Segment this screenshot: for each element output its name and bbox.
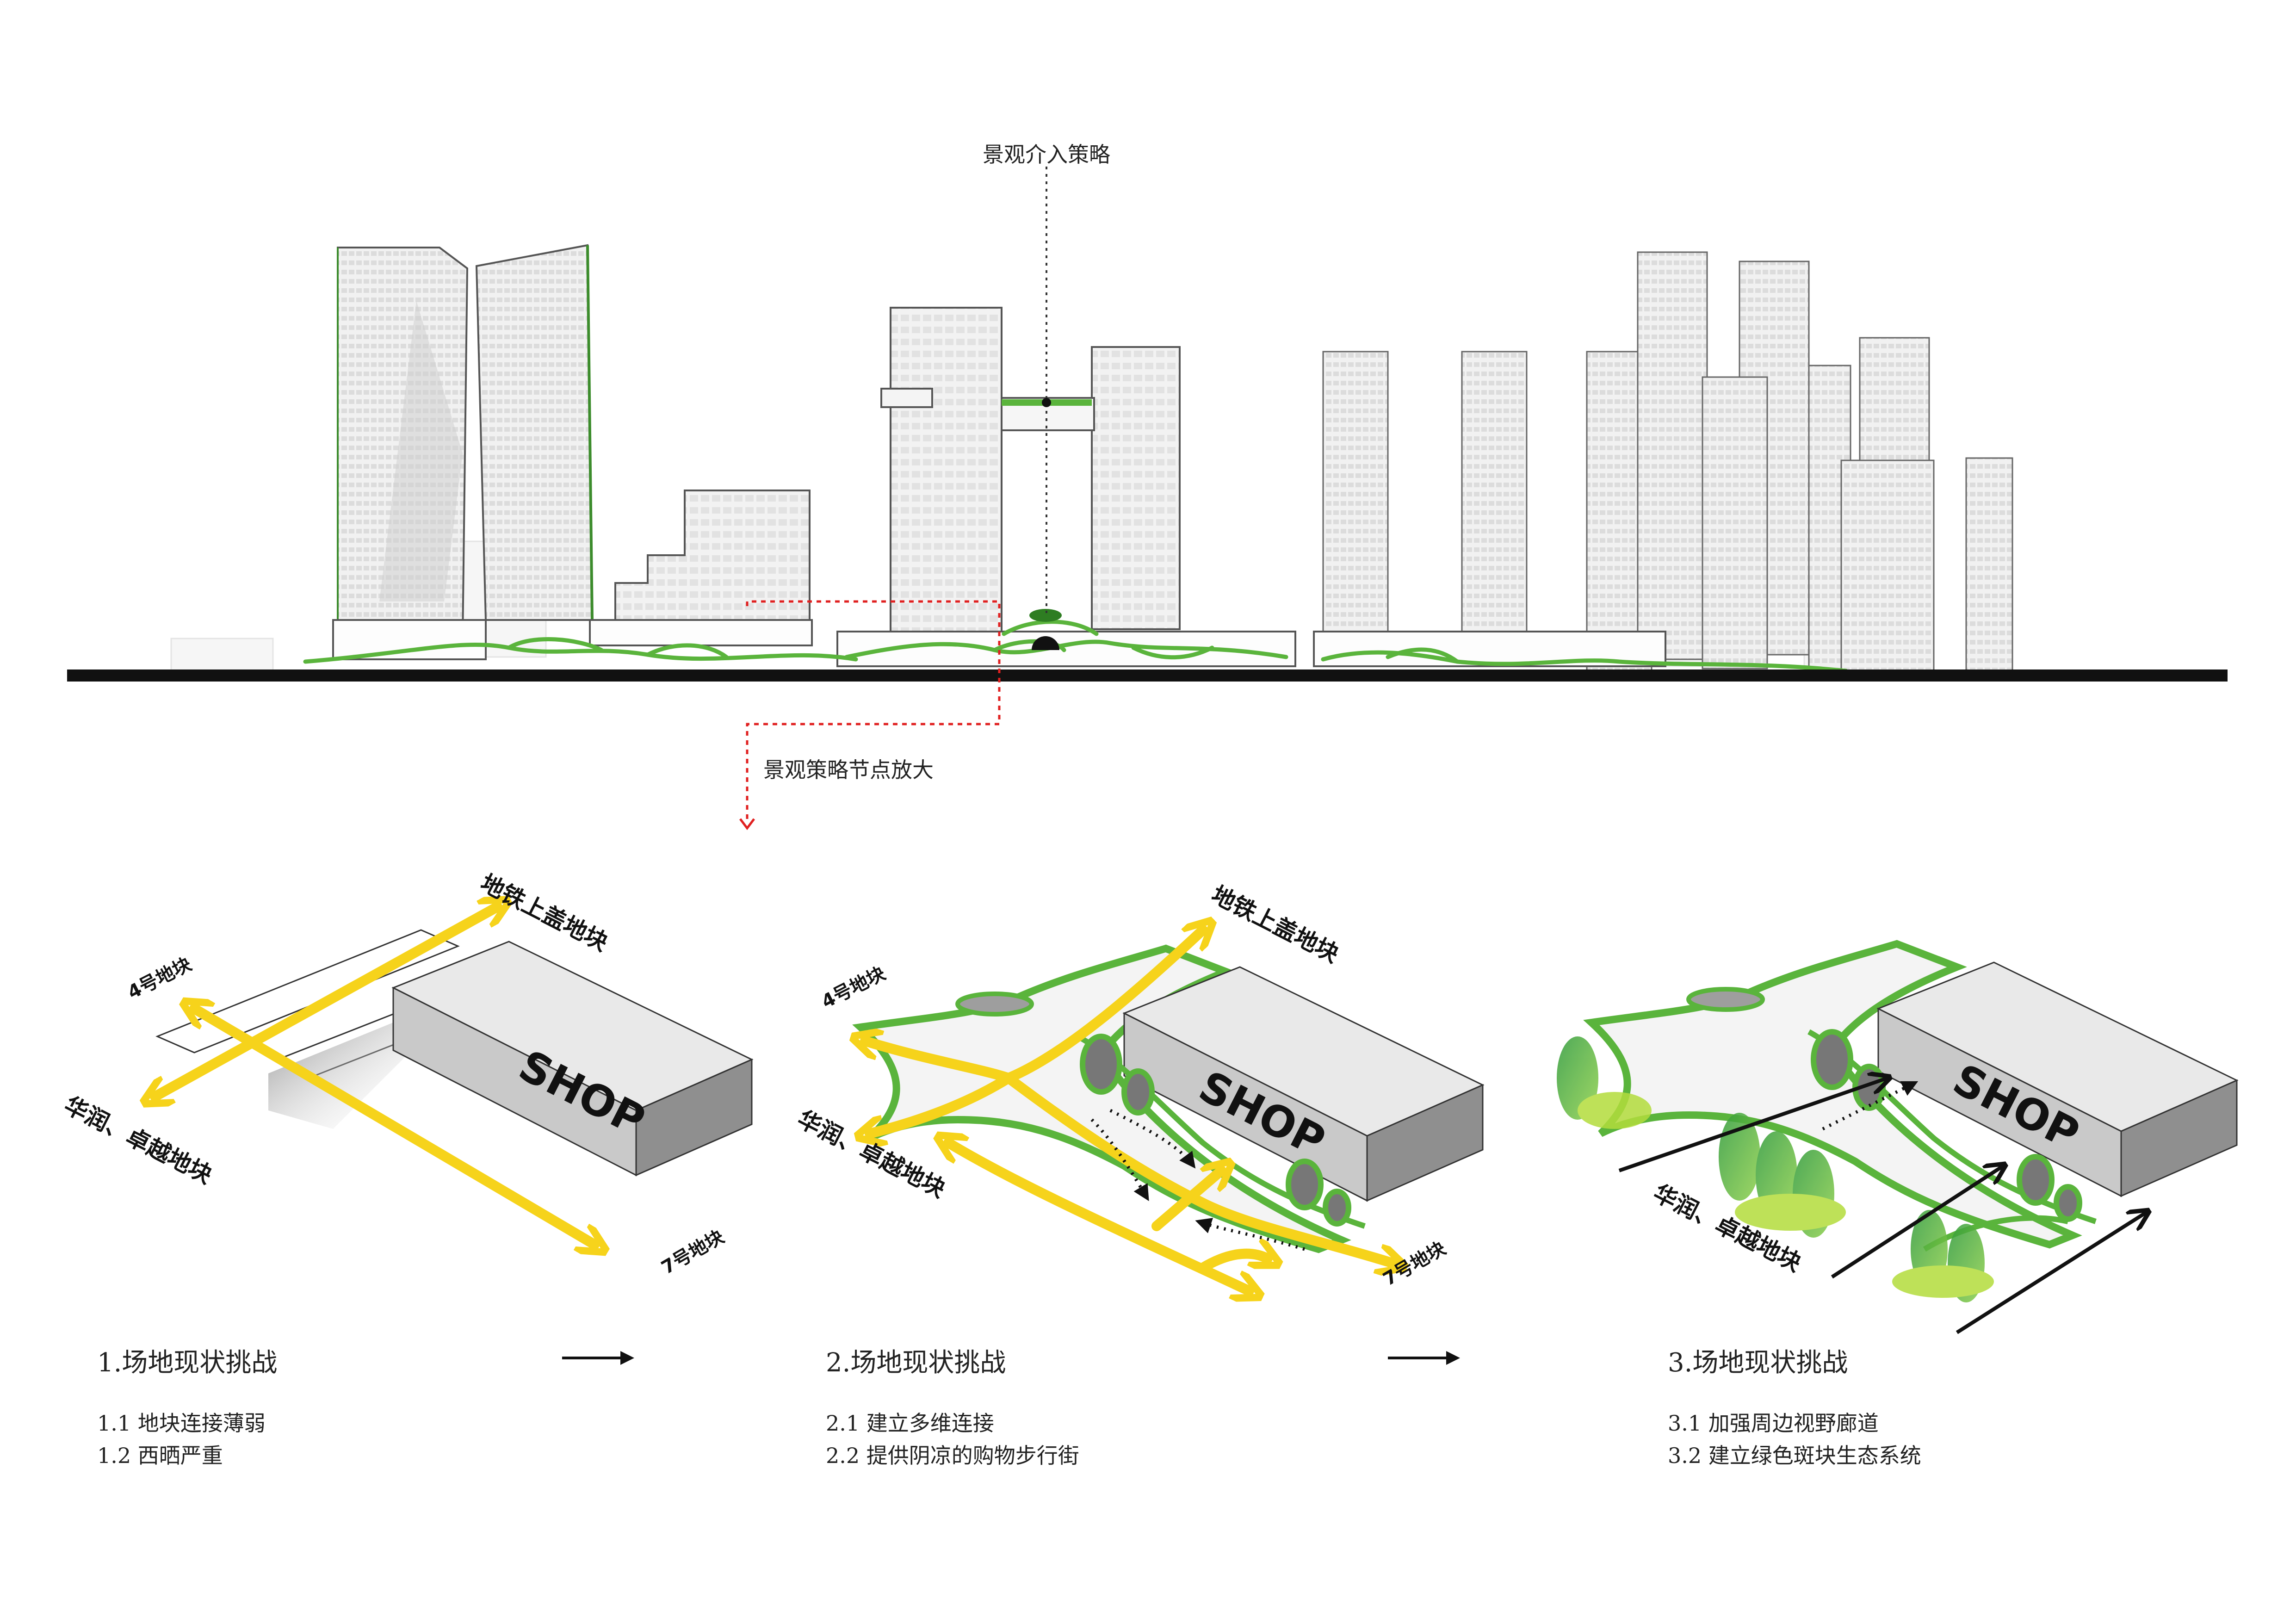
- label-block-4: 4号地块: [124, 954, 195, 1004]
- panel-2-title: 2.场地现状挑战: [826, 1348, 1006, 1378]
- label-subway-block: 地铁上盖地块: [1207, 881, 1343, 968]
- residential-towers: [1313, 251, 2013, 672]
- planter: [955, 992, 1034, 1017]
- panel-3-item-1: 3.1 加强周边视野廊道: [1668, 1411, 1879, 1436]
- panel-1-title: 1.场地现状挑战: [97, 1348, 278, 1378]
- callout-top-label: 景观介入策略: [983, 142, 1110, 167]
- planter: [1686, 987, 1765, 1012]
- panel-3-diagram: SHOP 华润、卓越地块: [1557, 940, 2239, 1334]
- panel-3-title: 3.场地现状挑战: [1668, 1348, 1848, 1378]
- panel-3-item-2: 3.2 建立绿色斑块生态系统: [1668, 1443, 1921, 1468]
- callout-dot: [1042, 398, 1051, 407]
- callout-zoom-label: 景观策略节点放大: [763, 757, 934, 782]
- panel-1-item-1: 1.1 地块连接薄弱: [97, 1411, 266, 1436]
- ground-line: [67, 669, 2228, 682]
- marker-ellipse: [1029, 609, 1062, 622]
- green-landscape-band: [303, 620, 1848, 673]
- elevation-section: 景观介入策略 景观策略节点放大: [67, 142, 2228, 831]
- bridge-towers: [836, 307, 1296, 667]
- view-corridor-arrows: [1618, 1078, 2147, 1334]
- stepped-block: [332, 490, 813, 660]
- tree-clusters: [1557, 1036, 1994, 1302]
- yellow-connection-arrows: [865, 930, 1393, 1291]
- panel-1-diagram: SHOP 地铁上盖地块 4号地块 华润、卓越地块 7号地块: [60, 869, 754, 1279]
- label-huarun-block: 华润、卓越地块: [60, 1091, 217, 1189]
- label-block-7: 7号地块: [658, 1226, 728, 1279]
- panel-2-item-1: 2.1 建立多维连接: [826, 1411, 994, 1436]
- panel-2-item-2: 2.2 提供阴凉的购物步行街: [826, 1443, 1079, 1468]
- zoom-arrow: [739, 818, 755, 831]
- zoom-dashed-frame: [746, 600, 1001, 824]
- panel-1-item-2: 1.2 西晒严重: [97, 1443, 223, 1468]
- shop-box: SHOP: [1876, 961, 2239, 1197]
- panel-2-diagram: SHOP 地铁上盖地块 4号地块 华润、卓越地块 7号地块: [793, 881, 1485, 1291]
- marker-dome: [1032, 636, 1059, 650]
- shop-box: SHOP: [391, 941, 754, 1177]
- twin-tower-left: [337, 244, 594, 639]
- dotted-pedestrian-path: [1822, 1081, 1919, 1131]
- yellow-connection-arrows: [155, 907, 594, 1245]
- label-block-4: 4号地块: [818, 963, 889, 1013]
